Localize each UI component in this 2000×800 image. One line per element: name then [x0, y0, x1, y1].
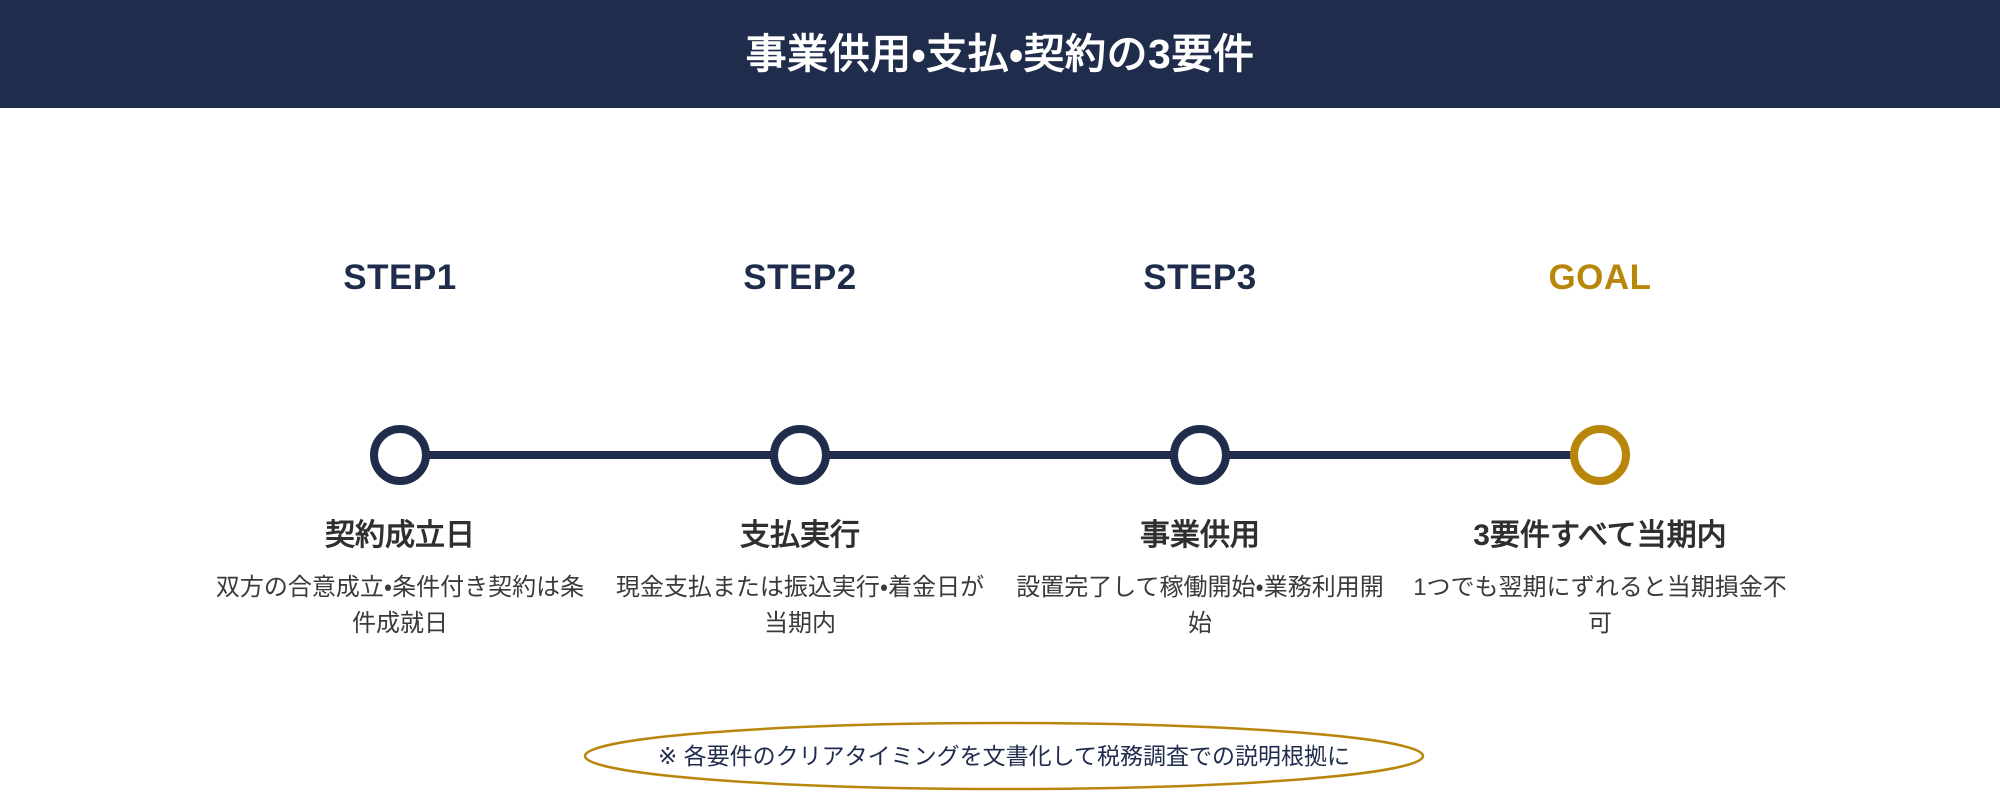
step-node-goal[interactable]: [1570, 425, 1630, 485]
ellipse-outline-icon: [583, 721, 1425, 791]
step-title-2: 支払実行: [740, 519, 860, 552]
step-label-3: STEP3: [1143, 258, 1257, 297]
footnote-callout: ※ 各要件のクリアタイミングを文書化して税務調査での説明根拠に: [583, 720, 1425, 792]
step-node-1[interactable]: [370, 425, 430, 485]
header-band: 事業供用・支払・契約の3要件: [0, 0, 2000, 108]
step-description-goal: 1つでも翌期にずれると当期損金不可: [1413, 574, 1787, 637]
step-label-goal: GOAL: [1548, 258, 1652, 297]
step-node-2[interactable]: [770, 425, 830, 485]
step-title-goal: 3要件すべて当期内: [1473, 519, 1727, 552]
step-description-1: 双方の合意成立・条件付き契約は条件成就日: [215, 574, 585, 637]
footnote-text: ※ 各要件のクリアタイミングを文書化して税務調査での説明根拠に: [658, 742, 1350, 769]
timeline-connector-line: [400, 451, 1600, 459]
step-node-3[interactable]: [1170, 425, 1230, 485]
step-label-2: STEP2: [743, 258, 857, 297]
step-title-1: 契約成立日: [325, 519, 475, 552]
step-title-3: 事業供用: [1140, 519, 1260, 552]
step-description-3: 設置完了して稼働開始・業務利用開始: [1016, 574, 1384, 637]
timeline-stage: STEP1 契約成立日 双方の合意成立・条件付き契約は条件成就日 STEP2 支…: [0, 108, 2000, 800]
step-description-2: 現金支払または振込実行・着金日が当期内: [615, 574, 985, 637]
page-title: 事業供用・支払・契約の3要件: [745, 30, 1255, 77]
step-label-1: STEP1: [343, 258, 457, 297]
